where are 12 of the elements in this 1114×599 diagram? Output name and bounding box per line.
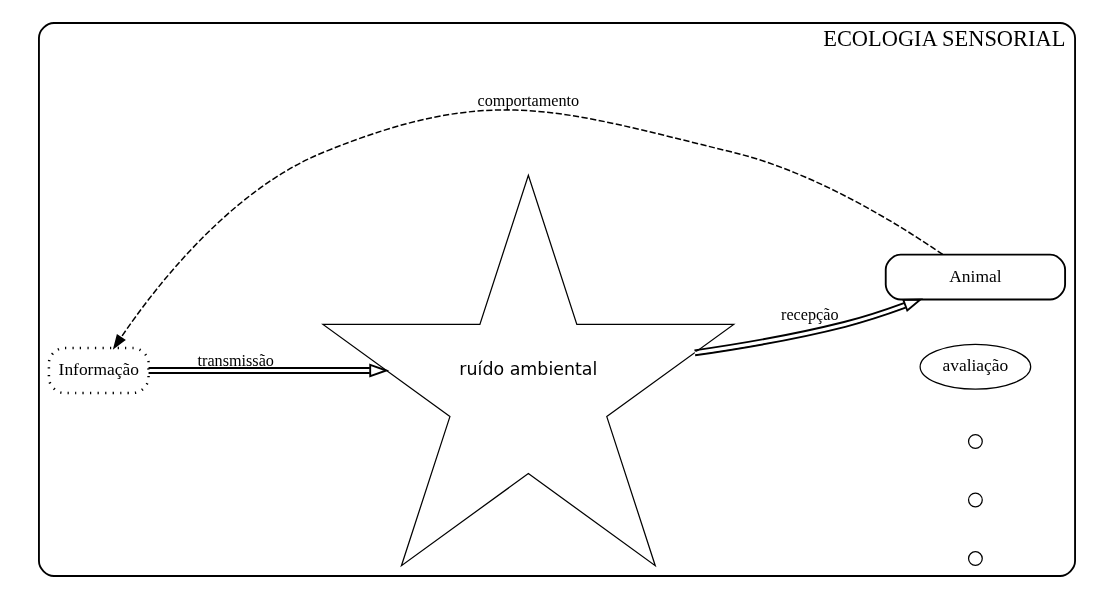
edge-label: transmissão <box>197 352 274 371</box>
node-circle <box>967 551 983 567</box>
edge-label: comportamento <box>477 91 580 110</box>
arrow <box>147 363 390 378</box>
arrow <box>112 109 944 350</box>
arrow <box>693 298 924 357</box>
node-circle <box>967 492 983 508</box>
node-circle <box>967 434 983 449</box>
edge-label: recepção <box>781 305 839 324</box>
node-box: Animal <box>884 253 1067 301</box>
node-ellipse: avaliação <box>919 343 1032 390</box>
node-box: Informação <box>47 346 150 395</box>
